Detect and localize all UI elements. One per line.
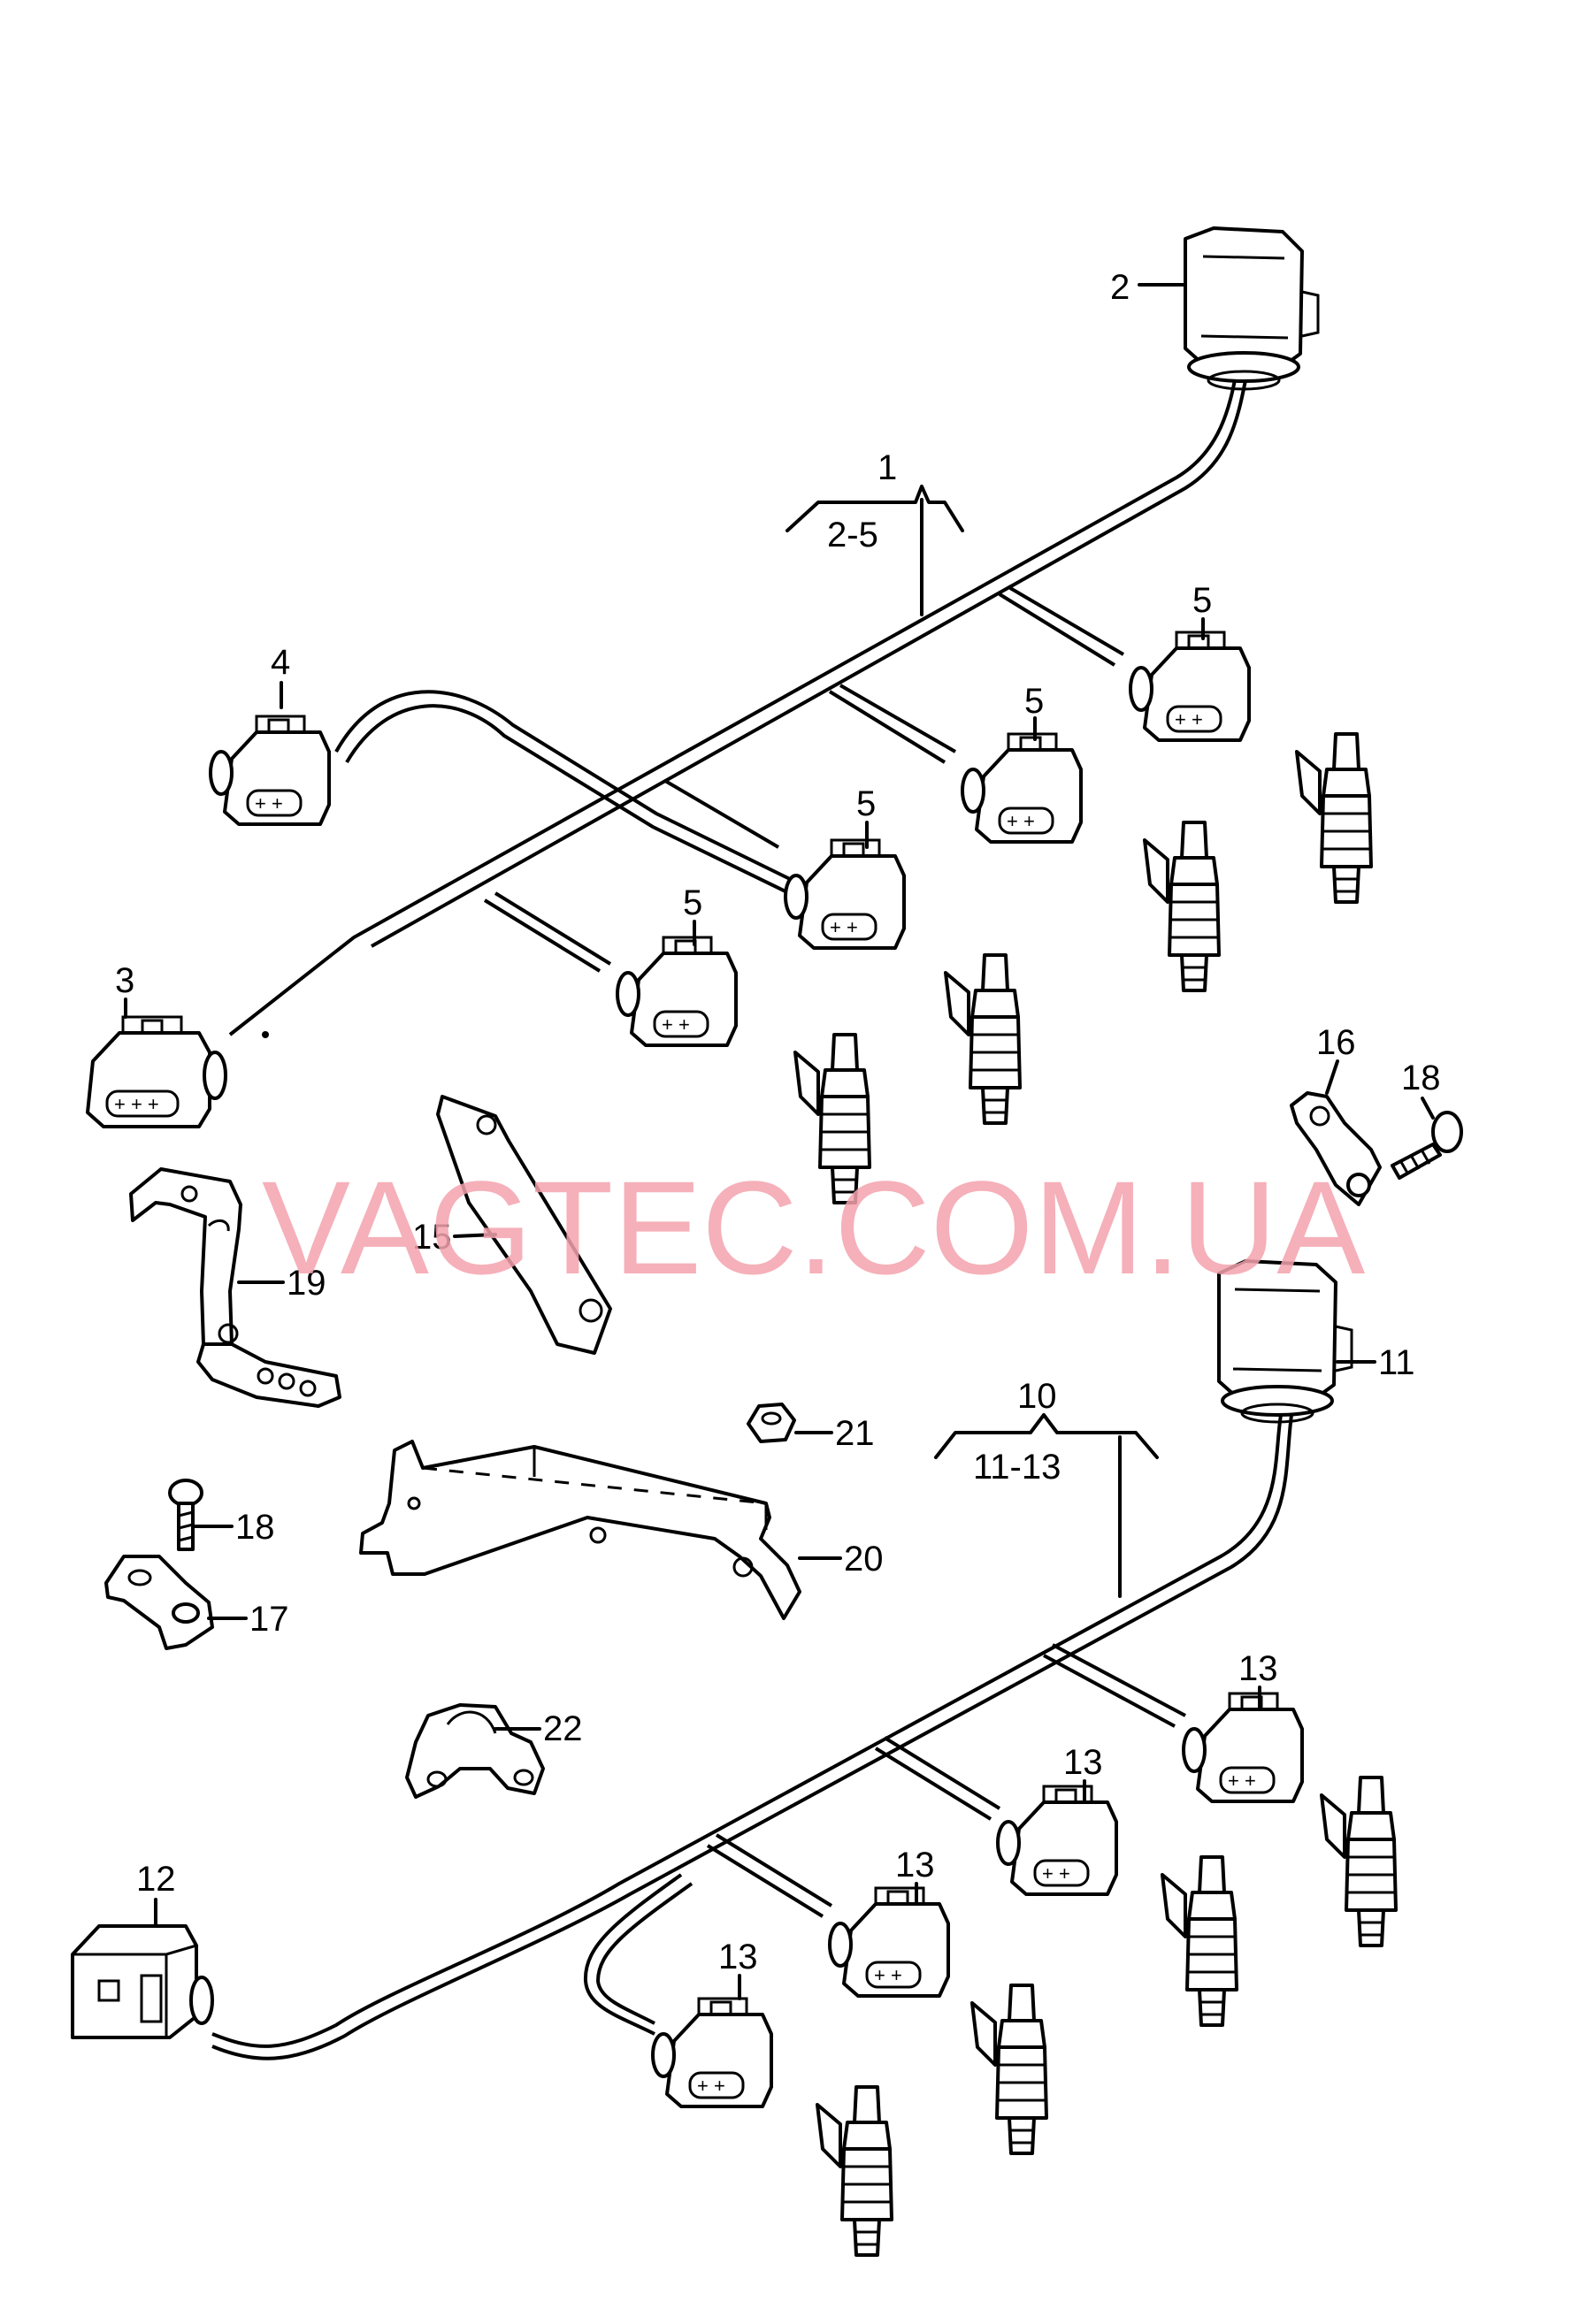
injector-upper-2 <box>1143 821 1221 992</box>
callout-5b: 5 <box>1024 682 1044 721</box>
callout-16: 16 <box>1316 1023 1356 1062</box>
clip-22 <box>405 1703 545 1799</box>
callout-1-range: 2-5 <box>827 516 878 554</box>
callout-5d: 5 <box>683 883 702 922</box>
connector-2 <box>1184 226 1320 391</box>
lower-harness <box>211 1414 1293 2060</box>
callout-labels: 1 2-5 2 3 4 5 5 5 5 10 11-13 11 12 13 13… <box>115 268 1441 1976</box>
callout-13a: 13 <box>1238 1649 1278 1688</box>
connector-13a <box>1182 1692 1304 1803</box>
callout-1: 1 <box>877 448 897 487</box>
injector-lower-3 <box>970 1984 1048 2155</box>
connector-5d <box>616 936 738 1047</box>
connector-4 <box>209 715 331 826</box>
callout-5a: 5 <box>1192 581 1212 620</box>
callout-21: 21 <box>835 1414 875 1453</box>
callout-10: 10 <box>1017 1377 1057 1416</box>
clip-17 <box>104 1555 214 1650</box>
callout-leaders <box>124 283 1435 2000</box>
injector-lower-1 <box>1320 1776 1398 1947</box>
callout-2: 2 <box>1110 268 1130 307</box>
callout-20: 20 <box>844 1540 884 1579</box>
clip-16 <box>1290 1091 1382 1206</box>
callout-18-upper: 18 <box>1401 1059 1441 1097</box>
callout-18-lower: 18 <box>235 1508 275 1547</box>
connector-13b <box>996 1785 1118 1896</box>
connector-11 <box>1217 1259 1353 1424</box>
callout-13d: 13 <box>718 1938 758 1976</box>
connector-5a <box>1129 631 1251 742</box>
callout-10-range: 11-13 <box>973 1448 1061 1487</box>
callout-11: 11 <box>1378 1343 1415 1382</box>
callout-22: 22 <box>543 1709 583 1748</box>
injector-lower-2 <box>1161 1855 1238 2027</box>
callout-19: 19 <box>287 1264 326 1303</box>
bracket-19 <box>129 1167 341 1408</box>
bolt-18-upper <box>1391 1111 1463 1180</box>
callout-13b: 13 <box>1063 1743 1103 1782</box>
bolt-18-lower <box>168 1479 203 1551</box>
injector-upper-1 <box>1295 732 1373 904</box>
connector-13c <box>828 1886 950 1998</box>
connector-12 <box>71 1924 214 2039</box>
callout-3: 3 <box>115 961 134 1000</box>
nut-21 <box>747 1403 796 1443</box>
connector-5c <box>784 838 906 950</box>
callout-12: 12 <box>136 1860 176 1899</box>
bracket-20 <box>359 1440 801 1620</box>
connector-5b <box>961 732 1083 844</box>
callout-17: 17 <box>249 1600 289 1639</box>
upper-harness <box>228 371 1249 1038</box>
callout-15: 15 <box>412 1218 452 1257</box>
callout-4: 4 <box>271 643 290 682</box>
connector-13d <box>651 1997 773 2108</box>
bracket-15 <box>436 1095 612 1355</box>
connector-3 <box>86 1015 227 1128</box>
injector-lower-4 <box>816 2085 893 2257</box>
injector-upper-3 <box>944 953 1022 1125</box>
watermark: VAGTEC.COM.UA <box>262 1153 1365 1302</box>
callout-13c: 13 <box>895 1846 935 1884</box>
callout-5c: 5 <box>856 784 876 823</box>
